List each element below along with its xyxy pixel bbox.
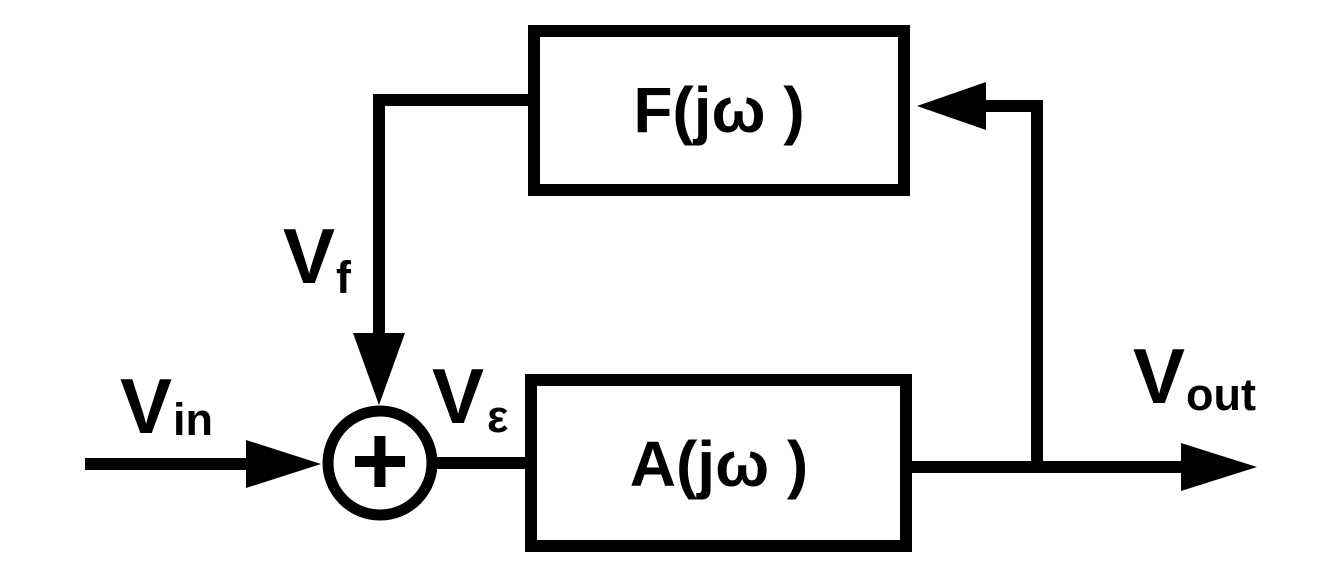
- feedback-return-wire: [373, 94, 534, 338]
- input-arrowhead: [246, 440, 321, 488]
- input-signal-label: V: [120, 362, 172, 450]
- feedback-block-label: F(jω ): [633, 74, 804, 146]
- forward-block: [525, 374, 912, 552]
- summing-junction-operator: +: [351, 405, 409, 517]
- input-signal-subscript: in: [173, 394, 213, 445]
- feedback-signal-label: V: [283, 212, 335, 300]
- output-signal-subscript: out: [1186, 369, 1256, 420]
- feedback-arrowhead: [917, 82, 986, 130]
- forward-block-label: A(jω ): [630, 428, 808, 500]
- summing-junction: [322, 405, 438, 521]
- error-signal-subscript: ε: [487, 391, 508, 442]
- output-arrowhead: [1181, 443, 1257, 491]
- output-signal-label: V: [1133, 332, 1185, 420]
- feedback-signal-subscript: f: [336, 252, 352, 303]
- feedback-down-arrowhead: [353, 333, 405, 405]
- error-signal-label: V: [432, 352, 484, 440]
- feedback-block: [528, 25, 910, 196]
- feedback-tap-wire: [984, 100, 1043, 467]
